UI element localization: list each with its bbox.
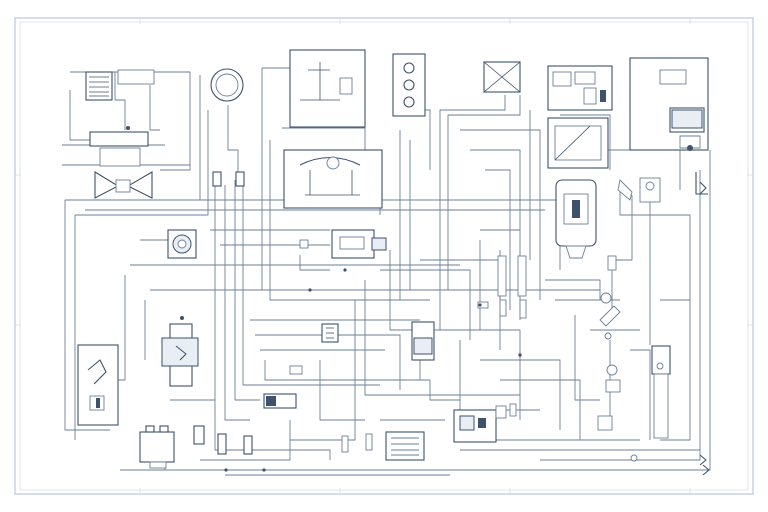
wire-network: [62, 67, 711, 476]
junction-box-icon: [283, 149, 383, 209]
inline-connector-icon: [212, 171, 527, 319]
appliance-panel-icon: [547, 65, 613, 111]
three-knob-panel-icon: [392, 53, 426, 117]
frame-ticks: [15, 18, 753, 494]
junction-dots: [126, 126, 522, 472]
relay-module-icon: [299, 229, 387, 259]
bracket-connector-icon: [89, 69, 155, 167]
switch-module-icon: [263, 365, 303, 409]
display-monitor-icon: [547, 117, 609, 169]
terminal-block-icon: [321, 321, 435, 361]
cylinder-tank-icon: [651, 345, 671, 439]
bracket-connector-icon: [617, 172, 708, 203]
tool-panel-icon: [629, 57, 709, 151]
bowtie-valve-icon: [94, 171, 153, 199]
pump-unit-icon: [161, 316, 199, 387]
plug-connector-icon: [597, 255, 638, 462]
drawing-frame: [14, 17, 754, 495]
handheld-device-icon: [555, 179, 597, 259]
battery-pack-icon: [139, 425, 175, 469]
gear-sensor-icon: [167, 229, 197, 259]
cross-box-fuse-icon: [483, 61, 521, 93]
control-module-icon: [453, 403, 517, 443]
vent-grille-icon: [85, 71, 113, 101]
plug-connector-icon: [193, 425, 373, 455]
round-gauge-icon: [210, 68, 244, 102]
control-panel-icon: [289, 49, 366, 128]
vent-unit-icon: [385, 431, 425, 461]
control-module-icon: [77, 344, 119, 426]
wire-arrows: [699, 181, 710, 476]
